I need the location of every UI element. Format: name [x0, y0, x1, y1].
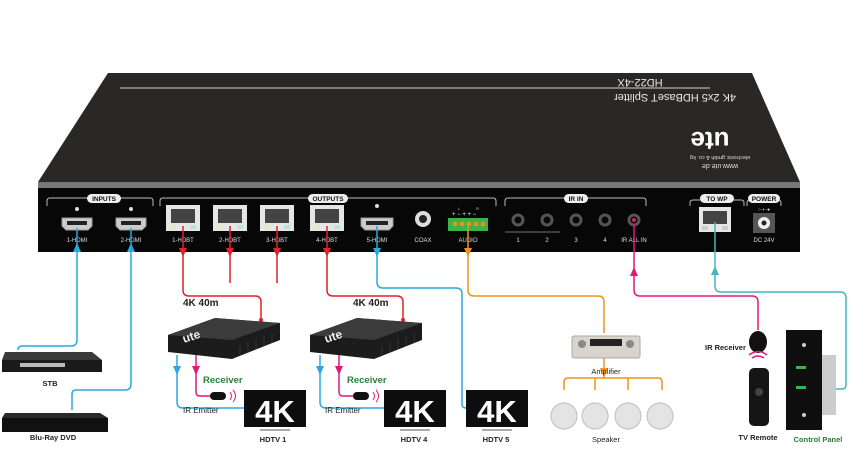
receiver-logo: ute	[323, 327, 345, 346]
irin-label: IR IN	[569, 196, 584, 203]
receiver-1: ute Receiver	[168, 318, 280, 386]
towp-label: TO WP	[706, 196, 728, 203]
port-label: 4	[603, 238, 607, 244]
tv-remote-label: TV Remote	[738, 433, 777, 442]
cable-bluray	[71, 228, 132, 410]
stb-device: STB	[2, 352, 102, 388]
port-ir-4[interactable]	[598, 213, 612, 227]
receiver-label: Receiver	[347, 375, 387, 386]
tv-4k-badge: 4K	[255, 394, 295, 429]
amplifier: Amplifier	[571, 335, 641, 376]
port-label: COAX	[414, 238, 431, 244]
control-panel: Control Panel	[786, 330, 842, 444]
port-label: 3	[574, 238, 578, 244]
speakers: Speaker	[550, 402, 674, 444]
bluray-label: Blu-Ray DVD	[30, 433, 77, 442]
port-hdbt-4[interactable]: 4-HDBT	[310, 205, 344, 244]
receiver-2: ute Receiver	[310, 318, 422, 386]
receiver-logo: ute	[181, 327, 203, 346]
port-hdbt-3[interactable]: 3-HDBT	[260, 205, 294, 244]
ir-receiver: IR Receiver	[705, 331, 768, 359]
port-ir-2[interactable]	[540, 213, 554, 227]
hdtv-4: 4K HDTV 4	[384, 390, 446, 444]
cable-rx2-ir	[338, 355, 355, 397]
hdtv-label: HDTV 5	[483, 435, 510, 444]
cable-audio	[467, 226, 605, 333]
port-ir-3[interactable]	[569, 213, 583, 227]
inputs-label: INPUTS	[92, 196, 117, 203]
stb-label: STB	[43, 379, 59, 388]
svg-text:+ − + + −: + − + + −	[452, 212, 477, 218]
brand-logo: ute	[691, 126, 730, 156]
port-label: 1	[516, 238, 520, 244]
cable-rx1-ir	[195, 355, 212, 397]
cable-rx2-hdmi	[319, 355, 386, 409]
power-label: POWER	[752, 196, 777, 203]
hdtv-1: 4K HDTV 1	[244, 390, 306, 444]
receiver-label: Receiver	[203, 375, 243, 386]
hdtv-5: 4K HDTV 5	[466, 390, 528, 444]
device-description: 4K 2x5 HDBaseT Splitter	[614, 91, 736, 103]
port-power[interactable]: ○-◐-● DC 24V	[753, 207, 775, 244]
port-ir-1[interactable]	[511, 213, 525, 227]
port-coax[interactable]: COAX	[414, 211, 432, 244]
ir-emitter-1: IR Emitter	[183, 389, 236, 415]
hdtv-label: HDTV 1	[260, 435, 287, 444]
splitter-device: 4K 2x5 HDBaseT Splitter HD22-4X ute elec…	[38, 73, 800, 252]
tv-4k-badge: 4K	[477, 394, 517, 429]
outputs-label: OUTPUTS	[312, 196, 344, 203]
brand-tagline: electronic gmbh & co. kg	[690, 154, 750, 160]
amplifier-label: Amplifier	[591, 367, 621, 376]
cable-hdbt-1	[182, 226, 262, 320]
bluray-device: Blu-Ray DVD	[2, 413, 108, 442]
cable-length-label: 4K 40m	[353, 298, 389, 309]
hdtv-label: HDTV 4	[401, 435, 429, 444]
ir-receiver-label: IR Receiver	[705, 343, 746, 352]
speaker-label: Speaker	[592, 435, 620, 444]
ir-emitter-2: IR Emitter	[325, 389, 379, 415]
control-panel-label: Control Panel	[794, 435, 843, 444]
cable-rx1-hdmi	[176, 355, 244, 409]
ir-emitter-label: IR Emitter	[183, 406, 219, 415]
device-top-surface	[38, 73, 800, 182]
audio-l-label: L	[458, 206, 461, 211]
brand-url: www.ute.de	[702, 162, 739, 169]
svg-text:○-◐-●: ○-◐-●	[758, 207, 770, 213]
tv-4k-badge: 4K	[395, 394, 435, 429]
cable-hdbt-4	[326, 226, 404, 320]
cable-stb	[17, 228, 78, 351]
port-label: 2	[545, 238, 549, 244]
cable-wp	[714, 222, 847, 390]
cable-length-label: 4K 40m	[183, 298, 219, 309]
audio-r-label: R	[476, 206, 479, 211]
device-model: HD22-4X	[617, 76, 663, 88]
cable-hdtv5	[376, 226, 470, 409]
port-label: DC 24V	[753, 238, 774, 244]
device-edge	[38, 182, 800, 188]
ir-emitter-label: IR Emitter	[325, 406, 361, 415]
cable-ir	[633, 224, 759, 330]
tv-remote: TV Remote	[738, 368, 778, 442]
